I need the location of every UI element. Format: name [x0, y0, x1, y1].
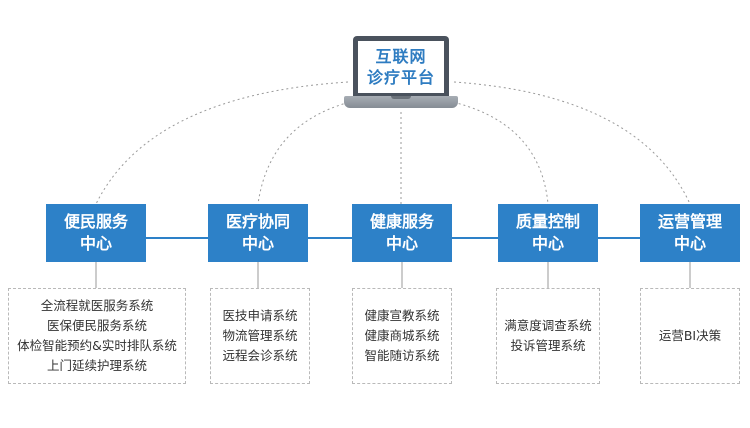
module-detail-convenience: 全流程就医服务系统 医保便民服务系统 体检智能预约&实时排队系统 上门延续护理系… — [8, 288, 186, 384]
module-node-operations: 运营管理 中心 — [640, 204, 740, 262]
list-item: 健康宣教系统 — [364, 308, 440, 323]
module-title-line1: 医疗协同 — [225, 212, 290, 231]
platform-title-line1: 互联网 — [375, 47, 427, 66]
list-item: 远程会诊系统 — [222, 348, 298, 363]
platform-laptop-icon: 互联网 诊疗平台 — [344, 36, 458, 116]
platform-title-line2: 诊疗平台 — [366, 68, 435, 87]
module-title-line2: 中心 — [531, 234, 564, 253]
list-item: 医技申请系统 — [222, 308, 298, 323]
module-detail-health-service: 健康宣教系统 健康商城系统 智能随访系统 — [352, 288, 452, 384]
list-item: 运营BI决策 — [658, 328, 722, 343]
arc-connector-1 — [95, 81, 349, 205]
module-node-convenience: 便民服务 中心 — [46, 204, 146, 262]
arc-connector-5 — [453, 81, 691, 205]
module-title-line1: 便民服务 — [63, 212, 128, 231]
list-item: 投诉管理系统 — [510, 338, 586, 353]
module-node-health-service: 健康服务 中心 — [352, 204, 452, 262]
module-title-line1: 运营管理 — [657, 212, 722, 231]
list-item: 智能随访系统 — [364, 348, 440, 363]
module-node-quality-control: 质量控制 中心 — [498, 204, 598, 262]
module-title-line2: 中心 — [79, 234, 112, 253]
module-detail-operations: 运营BI决策 — [640, 288, 740, 384]
module-detail-quality-control: 满意度调查系统 投诉管理系统 — [496, 288, 600, 384]
list-item: 体检智能预约&实时排队系统 — [17, 338, 177, 353]
module-title-line1: 健康服务 — [369, 212, 434, 231]
arc-connector-4 — [443, 99, 549, 205]
module-title-line2: 中心 — [241, 234, 274, 253]
list-item: 医保便民服务系统 — [46, 318, 147, 333]
module-title-line2: 中心 — [673, 234, 706, 253]
list-item: 全流程就医服务系统 — [40, 298, 154, 313]
module-detail-medical-collab: 医技申请系统 物流管理系统 远程会诊系统 — [210, 288, 310, 384]
list-item: 满意度调查系统 — [504, 318, 592, 333]
arc-connector-2 — [257, 99, 359, 205]
laptop-screen: 互联网 诊疗平台 — [353, 36, 449, 96]
laptop-base — [344, 96, 458, 108]
list-item: 健康商城系统 — [364, 328, 440, 343]
module-title-line2: 中心 — [385, 234, 418, 253]
list-item: 上门延续护理系统 — [46, 358, 147, 373]
laptop-notch — [391, 96, 411, 99]
module-node-medical-collab: 医疗协同 中心 — [208, 204, 308, 262]
platform-title: 互联网 诊疗平台 — [358, 41, 444, 93]
list-item: 物流管理系统 — [222, 328, 298, 343]
module-title-line1: 质量控制 — [515, 212, 580, 231]
